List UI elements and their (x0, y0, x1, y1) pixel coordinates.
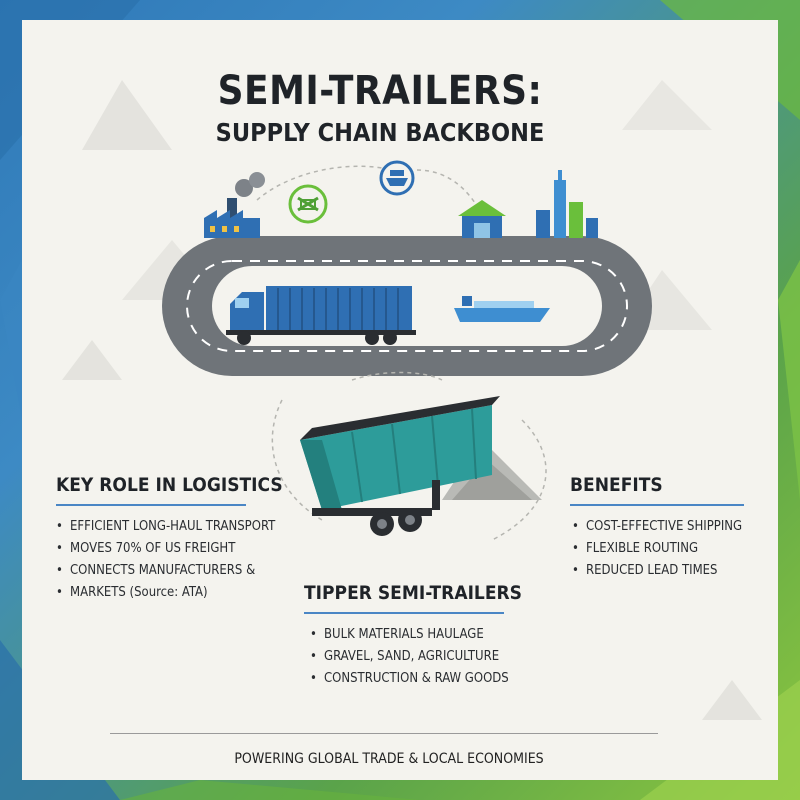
list-item: REDUCED LEAD TIMES (572, 560, 742, 582)
customs-icon (288, 184, 328, 224)
tipper-list: BULK MATERIALS HAULAGE GRAVEL, SAND, AGR… (310, 624, 509, 690)
list-item: CONNECTS MANUFACTURERS & (56, 560, 275, 582)
list-item: FLEXIBLE ROUTING (572, 538, 742, 560)
warehouse-icon (458, 200, 506, 238)
list-item: CONSTRUCTION & RAW GOODS (310, 668, 509, 690)
benefits-rule (570, 504, 744, 506)
list-item: GRAVEL, SAND, AGRICULTURE (310, 646, 509, 668)
truck-icon (226, 286, 416, 345)
tipper-heading: TIPPER SEMI-TRAILERS (304, 582, 522, 604)
footer-divider (110, 733, 658, 734)
tipper-trailer-icon (300, 396, 542, 536)
key-role-rule (56, 504, 246, 506)
ship-badge-icon (379, 160, 415, 196)
content-card: SEMI-TRAILERS: SUPPLY CHAIN BACKBONE (22, 20, 778, 780)
factory-icon (204, 172, 265, 238)
benefits-list: COST-EFFECTIVE SHIPPING FLEXIBLE ROUTING… (572, 516, 742, 582)
list-item: EFFICIENT LONG-HAUL TRANSPORT (56, 516, 275, 538)
list-item: MARKETS (Source: ATA) (56, 582, 275, 604)
list-item: COST-EFFECTIVE SHIPPING (572, 516, 742, 538)
city-icon (536, 170, 598, 238)
key-role-heading: KEY ROLE IN LOGISTICS (56, 474, 283, 496)
list-item: BULK MATERIALS HAULAGE (310, 624, 509, 646)
page-title: SEMI-TRAILERS: (217, 68, 543, 114)
list-item: MOVES 70% OF US FREIGHT (56, 538, 275, 560)
key-role-list: EFFICIENT LONG-HAUL TRANSPORT MOVES 70% … (56, 516, 275, 604)
footer-tagline: POWERING GLOBAL TRADE & LOCAL ECONOMIES (234, 751, 544, 767)
cargo-ship-icon (454, 296, 550, 322)
supply-chain-illustration (62, 80, 762, 720)
tipper-rule (304, 612, 504, 614)
benefits-heading: BENEFITS (570, 474, 663, 496)
page-subtitle: SUPPLY CHAIN BACKBONE (215, 118, 545, 147)
